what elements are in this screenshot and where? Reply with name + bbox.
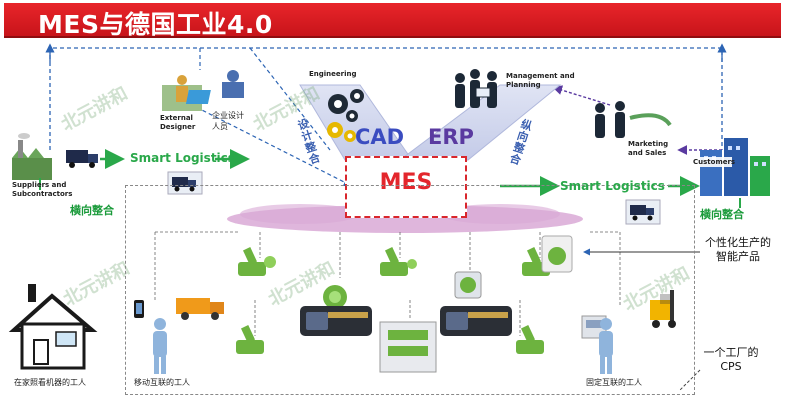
connection-lines xyxy=(154,231,621,336)
phone-icon xyxy=(134,300,144,318)
page-title: MES与德国工业4.0 xyxy=(38,10,273,39)
outer-integration-loop xyxy=(49,47,723,150)
marketing-swoosh xyxy=(629,113,672,127)
horizontal-integration-left: 横向整合 xyxy=(70,204,114,217)
washing-machine-icon xyxy=(541,235,573,273)
mes-box: MES xyxy=(345,156,467,218)
robot-arm-icon xyxy=(238,247,276,276)
mobile-worker-label: 移动互联的工人 xyxy=(134,378,190,387)
factory-cps-label: 一个工厂的CPS xyxy=(703,346,759,373)
gear-icon xyxy=(327,122,356,142)
factory-icon xyxy=(12,133,52,180)
marketing-to-management xyxy=(552,85,611,106)
enterprise-designer-label: 企业设计人员 xyxy=(212,111,244,131)
network-cloud xyxy=(240,204,360,224)
robot-arm-icon xyxy=(380,247,417,276)
house-icon xyxy=(8,284,98,370)
gear-icon xyxy=(328,89,364,122)
customers-label: Customers xyxy=(693,158,736,166)
people-icon xyxy=(455,69,497,108)
engineering-label: Engineering xyxy=(309,70,357,78)
designer-link-top xyxy=(249,47,331,151)
truck-icon xyxy=(172,177,196,192)
mobile-worker-icon xyxy=(153,318,167,374)
truck-icon xyxy=(630,205,654,221)
factory-area xyxy=(125,185,695,395)
customers-tag xyxy=(690,157,732,167)
fixed-worker-icon xyxy=(599,318,613,374)
home-worker-label: 在家照看机器的工人 xyxy=(14,378,86,387)
truck-icon xyxy=(176,298,224,320)
designer-link xyxy=(189,103,353,187)
fixed-worker-label: 固定互联的工人 xyxy=(586,378,642,387)
personalized-product-label: 个性化生产的智能产品 xyxy=(705,236,771,263)
erp-wedge xyxy=(398,84,562,161)
assembly-station-icon xyxy=(379,321,437,373)
enterprise-designer-icon xyxy=(185,70,244,104)
mes-label: MES xyxy=(379,170,433,195)
network-cloud xyxy=(440,204,560,224)
smart-logistics-right: Smart Logistics xyxy=(560,179,665,193)
robot-arm-icon xyxy=(516,325,544,354)
external-designer-label: External Designer xyxy=(160,114,196,131)
management-label: Management and Planning xyxy=(506,72,575,89)
erp-label: ERP xyxy=(428,125,474,149)
suppliers-label: Suppliers and Subcontractors xyxy=(12,181,73,198)
cad-label: CAD xyxy=(355,125,405,149)
truck-icon xyxy=(66,150,98,168)
conveyor-machine-icon xyxy=(440,306,512,336)
marketing-label: Marketing and Sales xyxy=(628,140,669,157)
product-drum-icon xyxy=(323,285,347,309)
title-bar: MES与德国工业4.0 xyxy=(4,3,781,39)
robot-arm-icon xyxy=(236,325,264,354)
smart-logistics-left: Smart Logistics xyxy=(130,151,235,165)
forklift-icon xyxy=(650,290,676,328)
product-drum-icon xyxy=(454,271,482,299)
horizontal-integration-right: 横向整合 xyxy=(700,208,744,221)
conveyor-machine-icon xyxy=(300,306,372,336)
people-icon xyxy=(595,101,625,138)
